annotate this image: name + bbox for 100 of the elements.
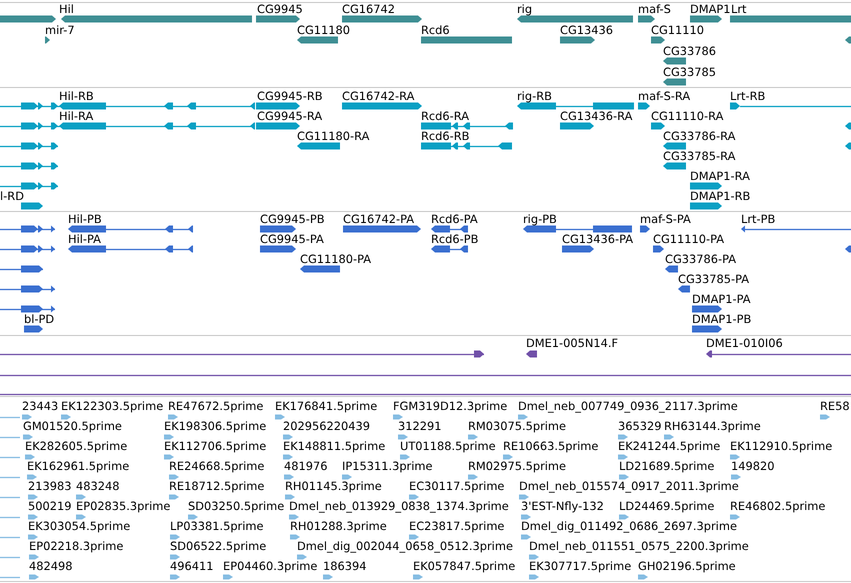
protein-label: CG16742-PA xyxy=(343,213,414,226)
est-label: EC30117.5prime xyxy=(409,480,504,493)
est-label: SD06522.5prime xyxy=(170,540,266,553)
transcript-label: Lrt-RB xyxy=(730,90,766,103)
est-label: EK198306.5prime xyxy=(164,420,266,433)
protein-label: CG9945-PA xyxy=(260,233,324,246)
gene-label: maf-S xyxy=(638,3,671,16)
est-label: 496411 xyxy=(170,560,214,573)
protein-label: bl-PD xyxy=(24,313,54,326)
est-label: RH01145.3prime xyxy=(285,480,382,493)
est-label: Dmel_neb_013929_0838_1374.3prime xyxy=(289,500,509,513)
est-label: 312291 xyxy=(398,420,442,433)
est-label: 365329 xyxy=(618,420,662,433)
gene-label: mir-7 xyxy=(45,24,75,37)
est-label: EK122303.5prime xyxy=(61,400,164,413)
gene-label: CG11110 xyxy=(651,24,704,37)
est-label: EK112910.5prime xyxy=(730,440,832,453)
protein-label: Rcd6-PB xyxy=(431,233,478,246)
gene-label: CG11180 xyxy=(297,24,350,37)
est-label: GM01520.5prime xyxy=(23,420,122,433)
gene-label: Lrt xyxy=(731,3,746,16)
clone-label: DME1-010I06 xyxy=(706,337,783,350)
est-label: RM02975.5prime xyxy=(468,460,566,473)
est-label: EK241244.5prime xyxy=(618,440,720,453)
transcript-label: Rcd6-RB xyxy=(421,130,470,143)
transcript-label: CG33786-RA xyxy=(663,130,736,143)
clone-label: DME1-005N14.F xyxy=(526,337,618,350)
est-label: EK162961.5prime xyxy=(27,460,130,473)
protein-label: CG33786-PA xyxy=(665,253,736,266)
transcript-label: Rcd6-RA xyxy=(421,110,470,123)
transcript-label: maf-S-RA xyxy=(638,90,690,103)
est-label: RE47672.5prime xyxy=(168,400,264,413)
protein-label: maf-S-PA xyxy=(640,213,691,226)
est-label: Dmel_dig_011492_0686_2697.3prime xyxy=(521,520,737,533)
transcript-label: CG9945-RA xyxy=(257,110,322,123)
gene-label: CG33785 xyxy=(663,66,716,79)
transcript-label: CG11180-RA xyxy=(297,130,370,143)
est-label: SD03250.5prime xyxy=(188,500,284,513)
protein-label: rig-PB xyxy=(523,213,557,226)
gene-label: CG33786 xyxy=(663,45,716,58)
gene-label: Hil xyxy=(59,3,74,16)
est-label: 482498 xyxy=(29,560,72,573)
est-label: Dmel_dig_002044_0658_0512.3prime xyxy=(297,540,513,553)
est-label: EK303054.5prime xyxy=(28,520,130,533)
est-label: EK176841.5prime xyxy=(275,400,378,413)
est-label: FGM319D12.3prime xyxy=(393,400,508,413)
est-label: RE58 xyxy=(820,400,850,413)
transcript-label: DMAP1-RB xyxy=(690,190,750,203)
est-label: 213983 xyxy=(28,480,72,493)
est-label: Dmel_neb_011551_0575_2200.3prime xyxy=(529,540,749,553)
transcript-label: CG13436-RA xyxy=(560,110,632,123)
transcript-label: CG33785-RA xyxy=(663,150,736,163)
est-label: LD24469.5prime xyxy=(619,500,714,513)
protein-label: Hil-PA xyxy=(68,233,101,246)
protein-label: DMAP1-PA xyxy=(692,293,751,306)
est-label: LP03381.5prime xyxy=(170,520,264,533)
est-label: 483248 xyxy=(76,480,120,493)
est-label: EP02218.3prime xyxy=(29,540,124,553)
protein-label: Hil-PB xyxy=(68,213,102,226)
est-label: EK112706.5prime xyxy=(164,440,266,453)
est-label: 202956220439 xyxy=(283,420,370,433)
est-label: RE10663.5prime xyxy=(503,440,598,453)
est-label: RH01288.3prime xyxy=(290,520,387,533)
est-label: 23443 xyxy=(22,400,58,413)
est-label: LD21689.5prime xyxy=(619,460,714,473)
transcript-label: Hil-RB xyxy=(59,90,94,103)
protein-label: CG9945-PB xyxy=(260,213,325,226)
est-label: 3'EST-Nfly-132 xyxy=(521,500,604,513)
est-label: RM03075.5prime xyxy=(468,420,566,433)
protein-label: CG13436-PA xyxy=(562,233,634,246)
protein-label: CG33785-PA xyxy=(678,273,750,286)
protein-label: CG11180-PA xyxy=(300,253,372,266)
est-label: EK307717.5prime xyxy=(529,560,632,573)
est-label: RE24668.5prime xyxy=(169,460,264,473)
protein-label: CG11110-PA xyxy=(653,233,724,246)
transcript-label: DMAP1-RA xyxy=(690,170,750,183)
est-label: EK148811.5prime xyxy=(283,440,386,453)
transcript-label: l-RD xyxy=(0,190,24,203)
transcript-label: CG16742-RA xyxy=(342,90,414,103)
transcript-label: Hil-RA xyxy=(59,110,94,123)
est-label: EK282605.5prime xyxy=(25,440,128,453)
transcript-label: rig-RB xyxy=(517,90,552,103)
est-label: EP04460.3prime xyxy=(223,560,318,573)
est-label: EK057847.5prime xyxy=(413,560,516,573)
est-label: RE46802.5prime xyxy=(730,500,826,513)
protein-label: Rcd6-PA xyxy=(431,213,478,226)
est-label: 149820 xyxy=(731,460,774,473)
gene-label: CG9945 xyxy=(257,3,303,16)
est-label: RE18712.5prime xyxy=(169,480,264,493)
est-label: EC23817.5prime xyxy=(409,520,504,533)
transcript-label: CG11110-RA xyxy=(651,110,724,123)
transcript-label: CG9945-RB xyxy=(257,90,323,103)
est-label: IP15311.3prime xyxy=(342,460,433,473)
est-label: RH63144.3prime xyxy=(664,420,761,433)
est-label: 500219 xyxy=(28,500,72,513)
gene-label: CG13436 xyxy=(560,24,614,37)
est-label: 186394 xyxy=(323,560,366,573)
est-label: Dmel_neb_015574_0917_2011.3prime xyxy=(519,480,739,493)
gene-label: CG16742 xyxy=(342,3,396,16)
gene-label: rig xyxy=(517,3,532,16)
